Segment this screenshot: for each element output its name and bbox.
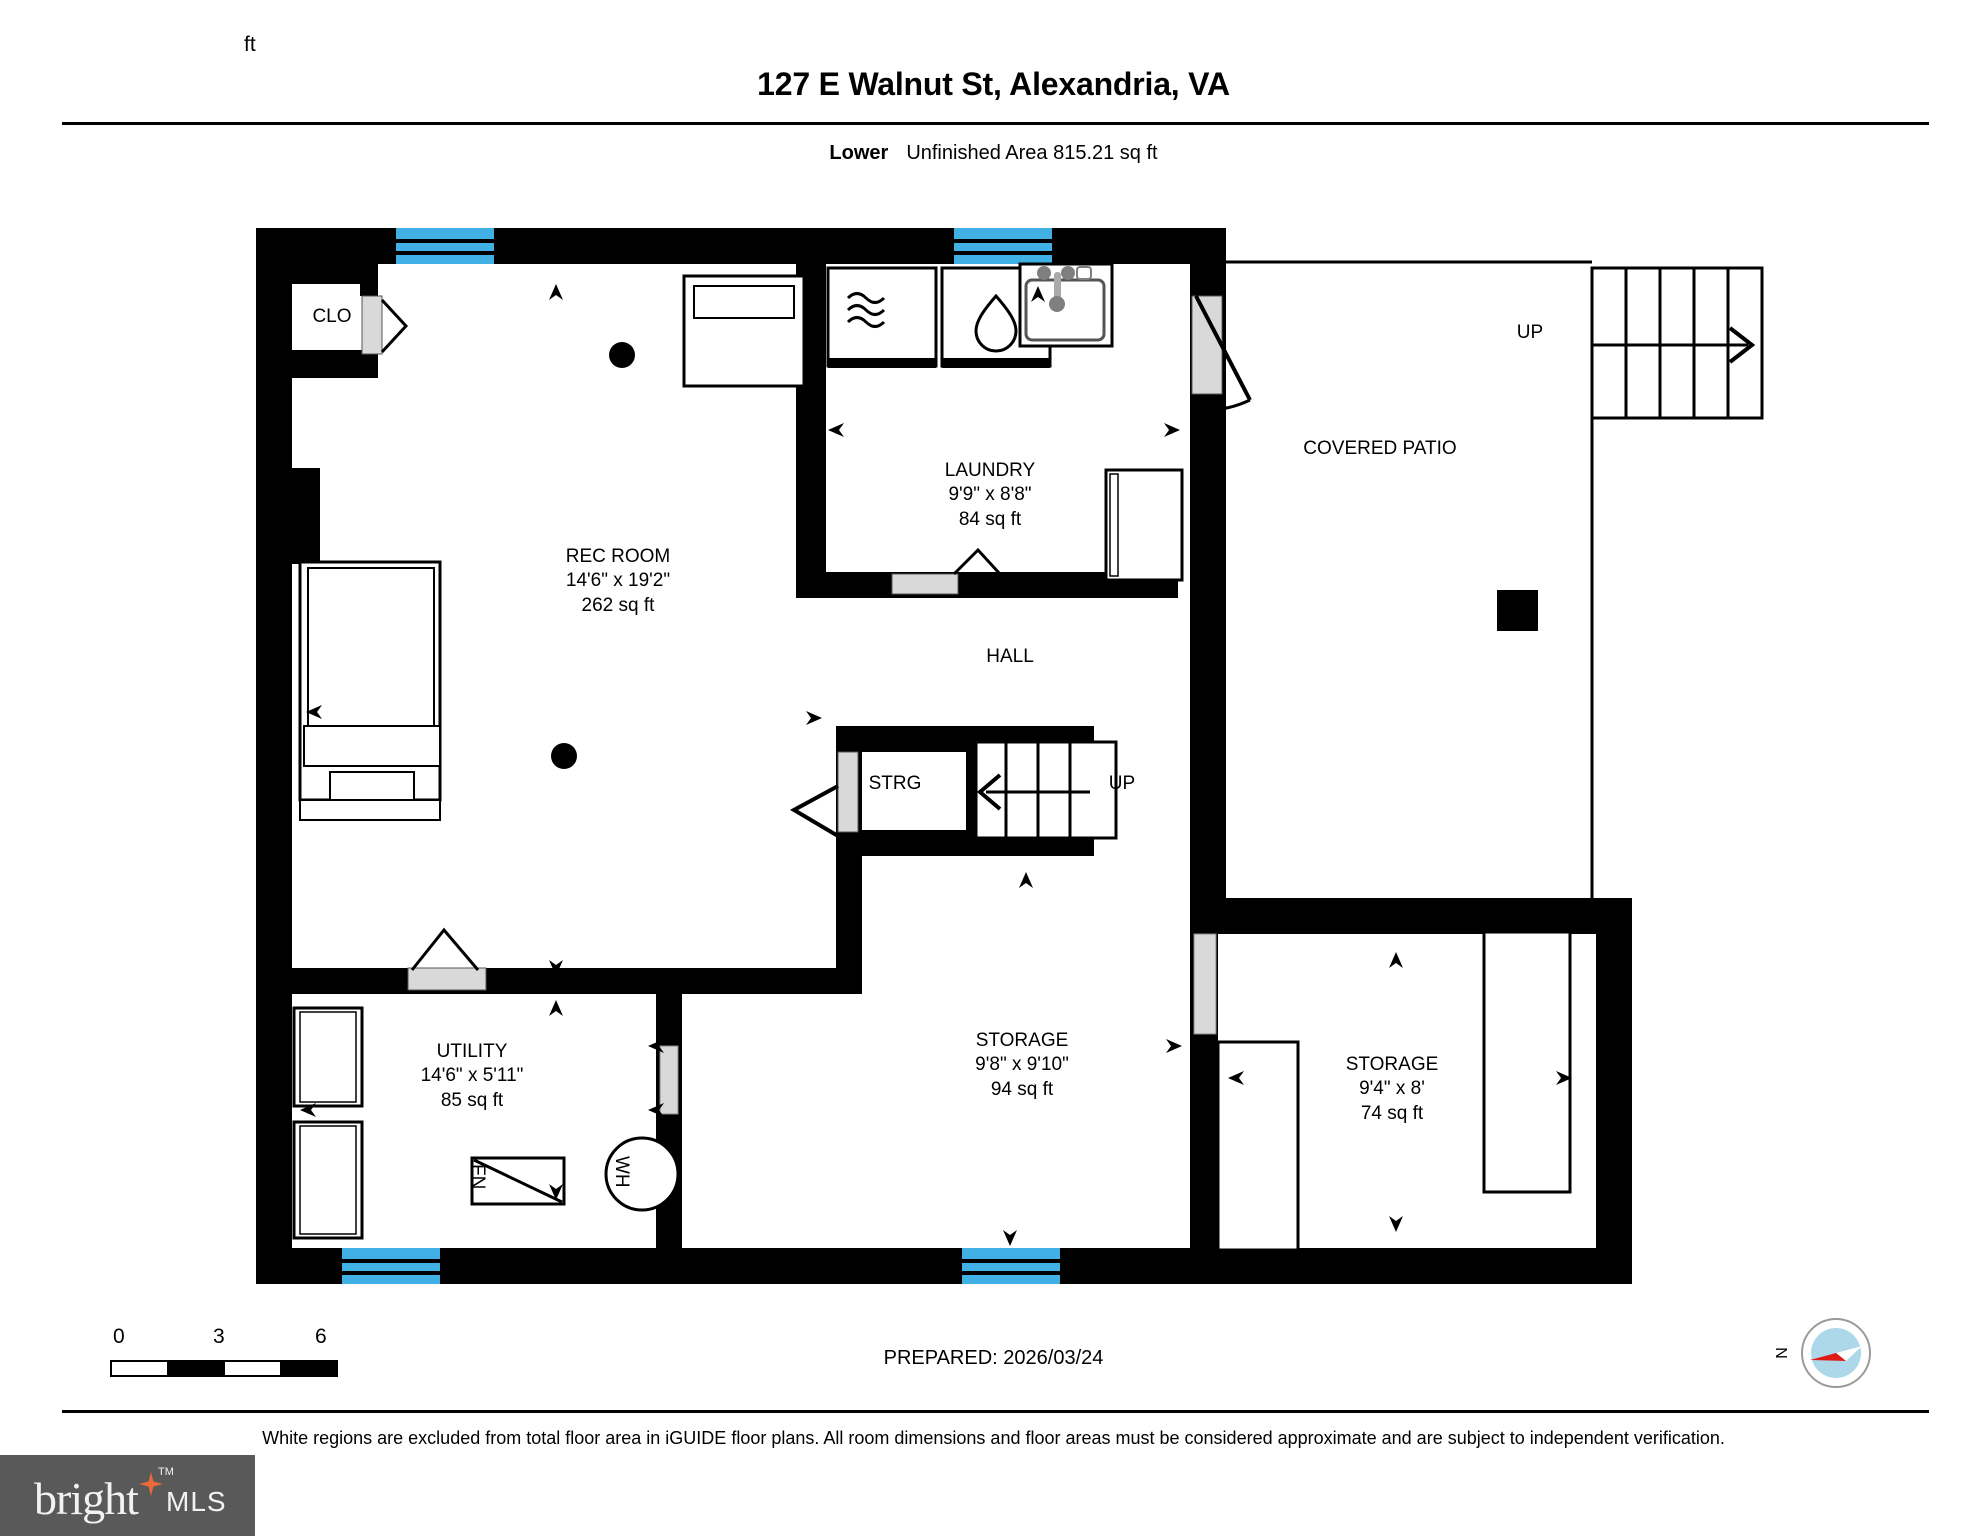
view-arrow-down [549, 960, 563, 976]
stairs-up-label-patio: UP [1516, 322, 1544, 343]
compass-north-label: N [1773, 1347, 1791, 1359]
room-label-covered-patio: COVERED PATIO [1303, 438, 1457, 459]
scale-unit-label: ft [244, 33, 256, 56]
room-label-clo: CLO [312, 306, 352, 327]
utility-name: UTILITY [436, 1041, 508, 1062]
room-label-utility: UTILITY 14'6" x 5'11" 85 sq ft [421, 1040, 524, 1113]
floor-area-label: Unfinished Area 815.21 sq ft [906, 142, 1158, 164]
brand-trademark-label: TM [158, 1466, 174, 1478]
page-title: 127 E Walnut St, Alexandria, VA [757, 66, 1230, 102]
room-label-strg: STRG [868, 773, 922, 794]
utility-area: 85 sq ft [440, 1089, 504, 1111]
floor-summary: Lower Unfinished Area 815.21 sq ft [0, 142, 1987, 165]
room-label-laundry: LAUNDRY 9'9" x 8'8" 84 sq ft [945, 459, 1035, 532]
room-label-rec-room: REC ROOM 14'6" x 19'2" 262 sq ft [566, 545, 671, 618]
brand-name-label: bright [34, 1473, 139, 1524]
brand-mls-label: MLS [166, 1486, 227, 1517]
view-arrow-left [300, 1103, 316, 1117]
storage-right-dims: 9'4" x 8' [1359, 1078, 1425, 1100]
storage-mid-area: 94 sq ft [990, 1078, 1054, 1100]
disclaimer-text: White regions are excluded from total fl… [262, 1428, 1725, 1448]
sparkle-icon [139, 1472, 163, 1496]
utility-dims: 14'6" x 5'11" [420, 1065, 524, 1087]
view-arrow-up [1031, 286, 1045, 302]
title-divider [62, 122, 1929, 125]
rec-room-furniture [298, 274, 806, 821]
camera-point-layer [551, 342, 1538, 769]
view-arrow-down [1003, 1230, 1017, 1246]
rec-room-dims: 14'6" x 19'2" [565, 570, 671, 592]
brand-logo-background [0, 1455, 255, 1536]
view-arrow-up [1389, 952, 1403, 968]
view-arrow-left [1228, 1071, 1244, 1085]
door-layer [361, 295, 1252, 1115]
camera-point-patio [1497, 590, 1538, 631]
view-arrow-left [306, 705, 322, 719]
utility-fixtures [292, 1006, 680, 1240]
laundry-area: 84 sq ft [958, 508, 1022, 530]
laundry-dims: 9'9" x 8'8" [948, 484, 1032, 506]
room-label-storage-mid: STORAGE 9'8" x 9'10" 94 sq ft [975, 1029, 1069, 1102]
rec-room-name: REC ROOM [565, 546, 671, 567]
furnace-label: FN [467, 1164, 488, 1190]
view-arrow-down [1389, 1216, 1403, 1232]
camera-point [609, 342, 635, 368]
scale-tick-0: 0 [113, 1325, 125, 1348]
room-label-storage-right: STORAGE 9'4" x 8' 74 sq ft [1346, 1053, 1439, 1126]
view-arrow-up [549, 284, 563, 300]
view-arrow-right [1556, 1071, 1572, 1085]
laundry-fixtures [826, 262, 1184, 582]
scale-bar-group: 0 3 6 [100, 1325, 390, 1395]
view-arrow-left [648, 1039, 664, 1053]
view-arrow-up [549, 1000, 563, 1016]
view-arrow-left [828, 423, 844, 437]
laundry-name: LAUNDRY [944, 460, 1036, 481]
view-arrow-up [1019, 872, 1033, 888]
storage-mid-name: STORAGE [975, 1030, 1069, 1051]
view-arrow-down [549, 1184, 563, 1200]
view-arrow-right [1164, 423, 1180, 437]
compass-rose-icon [1801, 1318, 1871, 1388]
view-arrow-layer [300, 284, 1572, 1246]
hall-stairs [974, 740, 1118, 840]
storage-right-name: STORAGE [1345, 1054, 1439, 1075]
storage-mid-dims: 9'8" x 9'10" [975, 1054, 1069, 1076]
stairs-up-label-hall: UP [1108, 773, 1136, 794]
rec-room-area: 262 sq ft [581, 594, 655, 616]
floor-level-label: Lower [829, 142, 889, 164]
patio-stairs [1226, 260, 1764, 908]
view-arrow-right [806, 711, 822, 725]
window-layer [342, 228, 1060, 1284]
scale-tick-3: 3 [213, 1325, 225, 1348]
view-arrow-left [648, 1103, 664, 1117]
prepared-date: PREPARED: 2026/03/24 [883, 1347, 1104, 1369]
water-heater-label: WH [611, 1156, 632, 1188]
view-arrow-right [1166, 1039, 1182, 1053]
camera-point [551, 743, 577, 769]
footer-divider [62, 1410, 1929, 1413]
storage-right-area: 74 sq ft [1360, 1102, 1424, 1124]
scale-tick-6: 6 [315, 1325, 327, 1348]
room-label-hall: HALL [986, 646, 1034, 667]
scale-bar [110, 1360, 338, 1377]
